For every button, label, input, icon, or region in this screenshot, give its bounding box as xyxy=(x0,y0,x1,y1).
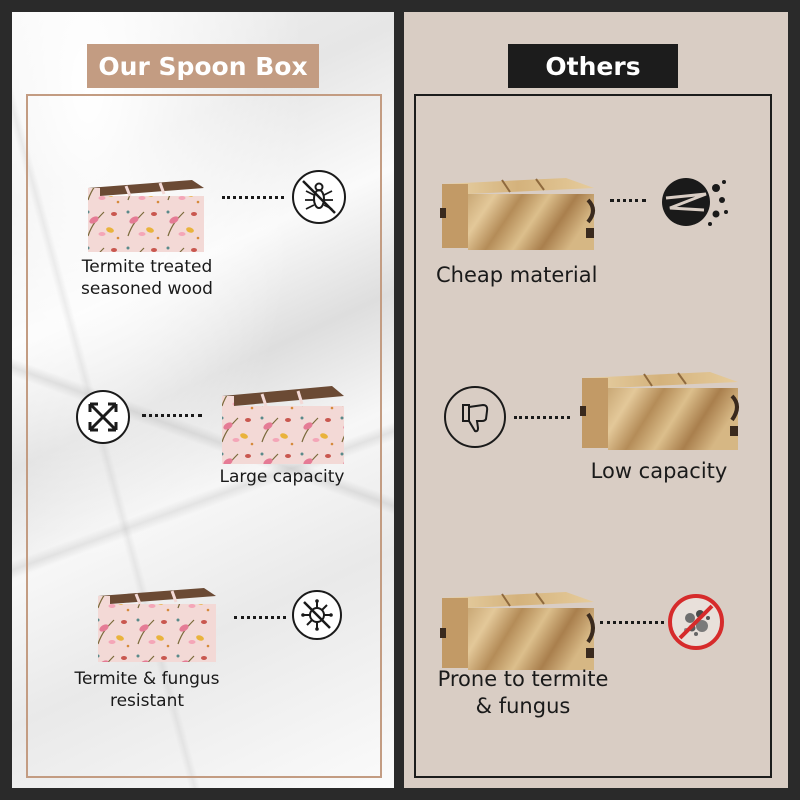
our-spoon-box-title: Our Spoon Box xyxy=(87,44,319,88)
no-germ-icon xyxy=(292,590,342,640)
label-line: Termite & fungus xyxy=(74,669,220,689)
connector-dots xyxy=(142,414,202,417)
connector-dots xyxy=(234,616,286,619)
item-label: Termite treated seasoned wood xyxy=(52,256,242,300)
item-label: Prone to termite & fungus xyxy=(418,666,628,721)
item-label: Cheap material xyxy=(436,263,598,287)
wooden-spoon-box-image xyxy=(440,178,595,250)
wooden-spoon-box-image xyxy=(440,592,595,670)
label-line: resistant xyxy=(109,691,185,712)
item-label: Termite & fungus resistant xyxy=(52,668,242,712)
others-title: Others xyxy=(508,44,678,88)
our-spoon-box-panel: Our Spoon Box Termite treated seasoned w… xyxy=(12,12,394,788)
expand-arrows-icon xyxy=(76,390,130,444)
right-frame xyxy=(414,94,772,778)
wooden-spoon-box-image xyxy=(580,372,739,450)
floral-spoon-box-image xyxy=(98,588,216,662)
connector-dots xyxy=(600,621,664,624)
connector-dots xyxy=(514,416,570,419)
others-panel: Others Cheap material xyxy=(404,12,788,788)
left-frame xyxy=(26,94,382,778)
connector-dots xyxy=(610,199,646,202)
broken-splat-icon xyxy=(658,172,732,232)
label-line: & fungus xyxy=(475,694,571,719)
item-label: Large capacity xyxy=(219,467,345,487)
thumbs-down-icon xyxy=(444,386,506,448)
no-termite-icon xyxy=(292,170,346,224)
label-line: Termite treated xyxy=(81,257,213,277)
label-line: seasoned wood xyxy=(81,279,213,300)
connector-dots xyxy=(222,196,284,199)
item-label: Low capacity xyxy=(590,459,728,483)
label-line: Prone to termite xyxy=(437,667,609,691)
no-mold-icon xyxy=(668,594,724,650)
floral-spoon-box-image xyxy=(88,180,204,252)
floral-spoon-box-image xyxy=(222,386,344,464)
